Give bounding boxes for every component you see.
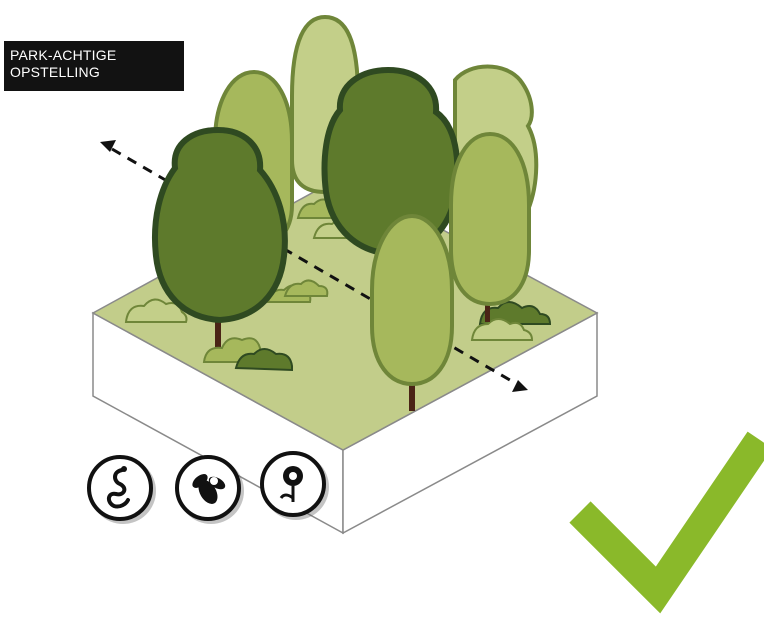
snake-icon xyxy=(89,457,156,524)
layout-label: PARK-ACHTIGE OPSTELLING xyxy=(4,41,184,91)
checkmark-icon xyxy=(580,440,760,590)
label-line-2: OPSTELLING xyxy=(10,64,116,81)
layout-label-text: PARK-ACHTIGE OPSTELLING xyxy=(10,47,116,81)
label-line-1: PARK-ACHTIGE xyxy=(10,47,116,64)
tree-light-right xyxy=(451,134,529,322)
